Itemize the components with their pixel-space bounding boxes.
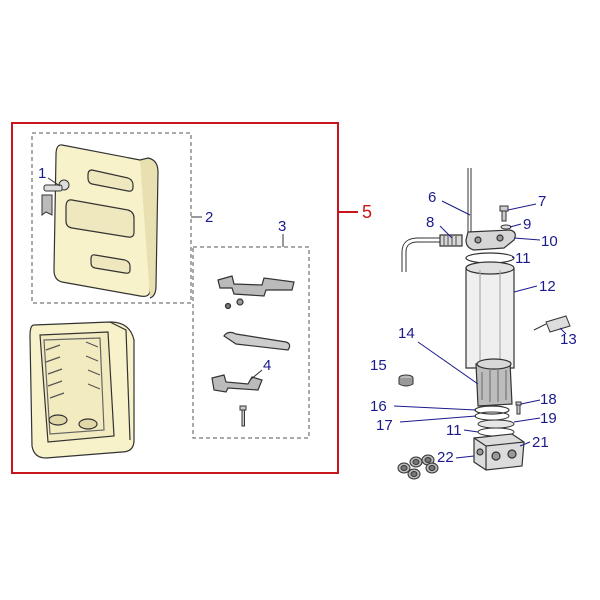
bracket-4 [211,374,263,393]
callout-8-leader [439,225,453,239]
callout-9-leader [509,223,522,228]
lock-key-icon [41,179,70,216]
callout-6-leader [441,200,471,216]
fittings-set [397,454,439,480]
callout-12: 12 [539,278,556,295]
sensor-probe [533,315,571,333]
callout-17: 17 [376,417,393,434]
callout-2: 2 [205,209,213,226]
antenna-rod [467,168,472,232]
callout-19-leader [513,417,541,423]
manifold-block [473,433,525,471]
callout-8: 8 [426,214,434,231]
callout-1: 1 [38,165,46,182]
callout-13: 13 [560,331,577,348]
callout-1-leader [47,177,61,187]
callout-6: 6 [428,189,436,206]
screw [499,205,509,222]
callout-11-upper: 11 [515,250,531,267]
o-ring-17 [474,411,510,421]
callout-9: 9 [523,216,531,233]
callout-4-leader [249,369,263,381]
callout-22-leader [455,455,475,459]
callout-16-leader [393,405,477,411]
callout-11b-leader [463,429,479,433]
callout-22: 22 [437,449,454,466]
small-screw [515,401,522,415]
housing-group-frame [11,122,339,474]
housing-back-box [29,321,135,459]
callout-4: 4 [263,357,271,374]
cover-group-box [31,132,192,304]
callout-12-leader [513,285,538,293]
callout-3: 3 [278,218,286,235]
clamp-bracket [217,275,295,310]
strap-clamp [223,331,291,351]
callout-7-leader [507,203,537,211]
bracket-group-box [192,246,310,439]
cover-lid [53,144,159,299]
callout-17-leader [399,415,477,423]
callout-10-leader [513,237,541,241]
callout-21: 21 [532,434,549,451]
hose-connector [401,234,463,272]
callout-16: 16 [370,398,387,415]
callout-11a-leader [511,256,515,259]
callout-11-lower: 11 [446,422,462,439]
motor-unit [475,358,513,407]
callout-18-leader [520,399,541,405]
callout-14-leader [417,341,479,385]
washer [500,224,512,230]
callout-10: 10 [541,233,558,250]
cap [398,374,414,387]
callout-21-leader [519,441,531,447]
head-plate [465,229,516,251]
seal-19 [477,419,515,429]
bolt [239,405,247,427]
callout-13-leader [559,327,567,335]
callout-5: 5 [362,202,372,222]
callout-18: 18 [540,391,557,408]
outer-tube [465,261,515,369]
callout-19: 19 [540,410,557,427]
callout-14: 14 [398,325,415,342]
callout-7: 7 [538,193,546,210]
callout-15: 15 [370,357,387,374]
